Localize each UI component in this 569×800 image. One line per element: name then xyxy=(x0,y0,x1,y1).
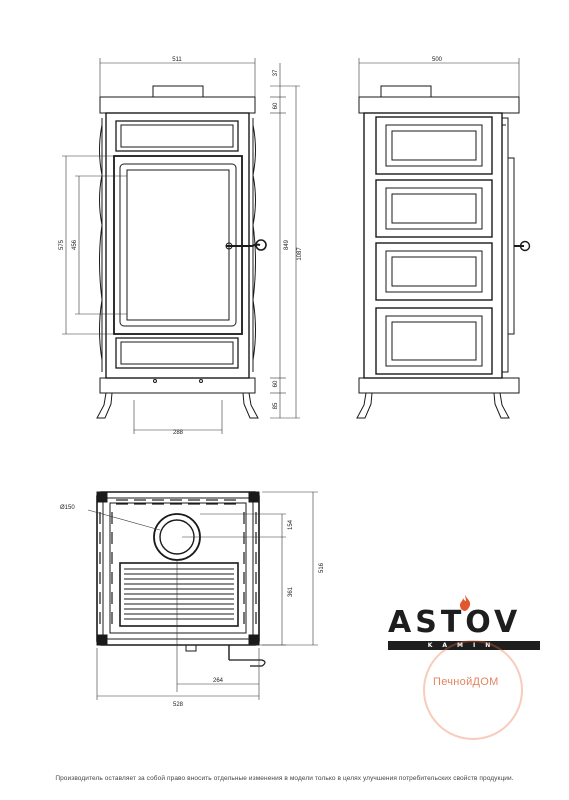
front-top-panel xyxy=(115,120,239,152)
front-leg-right xyxy=(242,392,259,419)
door-handle xyxy=(225,239,267,251)
dimension-labels: 511 37 60 849 1087 575 456 60 85 288 500… xyxy=(59,57,443,708)
side-base xyxy=(358,377,520,394)
top-outer xyxy=(96,491,260,646)
front-top-plate xyxy=(99,96,256,114)
flame-icon xyxy=(460,595,471,611)
top-dimensions xyxy=(87,491,318,700)
dim-top-panel: 60 xyxy=(273,102,279,109)
dim-opening-outer: 575 xyxy=(59,239,65,250)
dim-top-offset: 37 xyxy=(273,69,279,76)
front-view xyxy=(96,85,267,419)
dim-flue-diameter: Ø150 xyxy=(60,505,75,511)
brand-name: ASTOV xyxy=(388,605,522,640)
side-view xyxy=(356,85,531,419)
dim-flue-offset: 154 xyxy=(288,519,294,530)
dim-base: 60 xyxy=(273,380,279,387)
top-grill xyxy=(119,562,239,627)
side-top-plate xyxy=(358,96,520,114)
dim-legs: 85 xyxy=(273,402,279,409)
dim-total-depth: 516 xyxy=(319,562,325,573)
dim-flue-center: 264 xyxy=(213,678,224,684)
side-leg-left xyxy=(356,392,373,419)
front-leg-left xyxy=(96,392,113,419)
footer-disclaimer: Производитель оставляет за собой право в… xyxy=(55,775,514,782)
side-flue-cap xyxy=(380,85,432,98)
side-dimensions xyxy=(358,58,520,97)
dim-side-depth: 500 xyxy=(432,57,443,63)
dim-opening-inner: 456 xyxy=(72,239,78,250)
dim-top-width: 528 xyxy=(173,702,184,708)
side-handle xyxy=(514,240,531,252)
dim-total-height: 1087 xyxy=(297,247,303,261)
watermark-text: ПечнойДОМ xyxy=(433,676,499,688)
front-door xyxy=(113,155,243,335)
dim-handle-offset: 288 xyxy=(173,430,184,436)
front-dimensions xyxy=(62,58,300,434)
front-base xyxy=(99,377,256,394)
watermark-circle xyxy=(423,640,523,740)
front-flue-cap xyxy=(152,85,204,98)
dim-body-height: 849 xyxy=(284,239,290,250)
front-bottom-panel xyxy=(115,337,239,369)
side-leg-right xyxy=(493,392,510,419)
side-panels xyxy=(375,116,493,375)
side-body xyxy=(363,112,503,379)
dim-inner-depth: 361 xyxy=(288,586,294,597)
dim-front-width: 511 xyxy=(172,57,182,63)
top-view xyxy=(96,491,266,667)
top-handle xyxy=(185,644,266,667)
